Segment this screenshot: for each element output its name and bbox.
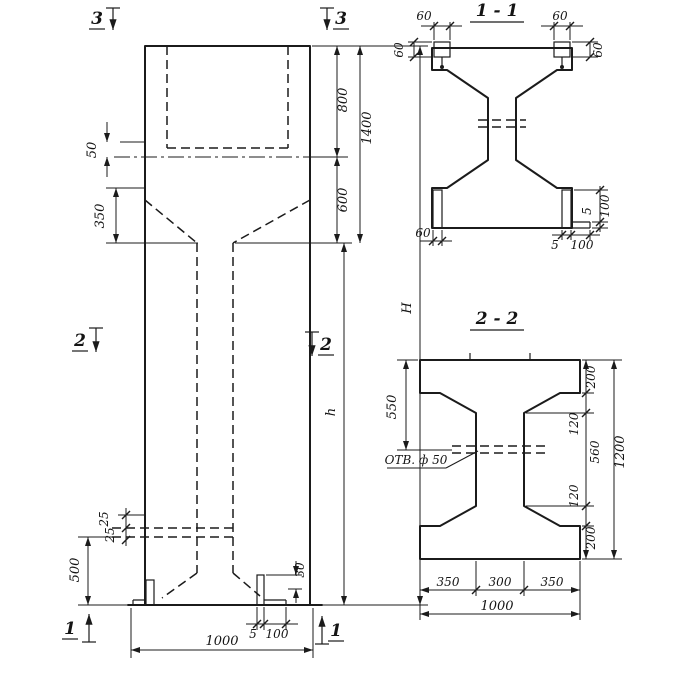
dim-label-neck: 600 bbox=[336, 188, 351, 213]
dim-offsets-25: 25 25 bbox=[97, 508, 146, 546]
section-marker-3-right: 3 bbox=[320, 7, 349, 30]
dim-to-hole-550: 550 bbox=[385, 359, 452, 451]
dim-label-height: 1200 bbox=[613, 435, 628, 468]
section-marker-3-left: 3 bbox=[89, 7, 120, 30]
dim-label-flange-top: 200 bbox=[584, 365, 598, 389]
dim-label-shoe-len-1: 100 bbox=[571, 238, 594, 252]
dim-label-shoe: 30 bbox=[293, 562, 307, 578]
dim-label-shoe-len: 100 bbox=[266, 627, 289, 641]
elevation-view: 50 350 25 25 500 bbox=[62, 7, 428, 658]
right-extension-lines bbox=[235, 45, 428, 606]
left-foot bbox=[132, 579, 155, 606]
bottom-dims: 350 300 350 1000 bbox=[419, 561, 581, 620]
dim-label-web: 560 bbox=[588, 440, 602, 463]
right-chain-dims: 200 120 560 120 200 bbox=[526, 359, 622, 560]
marker-label-1-right: 1 bbox=[330, 621, 342, 641]
dim-neck-600: 600 bbox=[334, 157, 351, 243]
dim-shoe-5-100: 5 100 bbox=[246, 607, 298, 641]
dim-label-bot-mid: 300 bbox=[489, 575, 512, 589]
dim-label-shoe-h: 100 bbox=[598, 194, 612, 217]
lifting-loop-marks bbox=[469, 353, 531, 360]
dim-step-50: 50 bbox=[85, 122, 146, 177]
socket-hidden-lines bbox=[166, 46, 289, 149]
dim-label-base: 500 bbox=[68, 558, 83, 583]
embedded-plate-top-left bbox=[433, 41, 451, 69]
marker-label-3-right: 3 bbox=[335, 9, 347, 29]
column-outline bbox=[144, 45, 311, 606]
embedded-plate-top-right bbox=[553, 41, 571, 69]
section-2-2-outline bbox=[419, 359, 581, 560]
hole-hidden-lines bbox=[452, 445, 548, 454]
dim-label-shoe-thk: 5 bbox=[249, 627, 257, 641]
dim-label-offset-a: 25 bbox=[97, 511, 111, 527]
section-marker-1-right: 1 bbox=[315, 616, 344, 645]
dim-label-chamfer-top: 120 bbox=[567, 412, 581, 435]
dim-label-shoe-thk-1: 5 bbox=[551, 238, 559, 252]
dim-top-total-1400: 1400 bbox=[357, 46, 375, 243]
dim-label-chamfer-bot: 120 bbox=[567, 484, 581, 507]
dim-plate-60-right: 60 bbox=[572, 37, 605, 62]
taper-hidden-lines bbox=[144, 199, 311, 244]
dim-label-width-2: 1000 bbox=[480, 599, 513, 614]
dim-label-cap: 800 bbox=[336, 88, 351, 113]
dim-shoe-5-100-bottom-right: 5 100 bbox=[551, 230, 600, 252]
web-hidden-lines bbox=[196, 243, 234, 573]
shoe-bottom-left bbox=[432, 189, 443, 229]
base-flare-hidden-lines bbox=[161, 572, 261, 599]
section-1-1-hole-hidden-lines bbox=[478, 119, 526, 128]
section-1-1-view: 1 - 1 60 bbox=[392, 1, 612, 252]
dim-label-leg-thk: 5 bbox=[580, 207, 594, 215]
section-marker-2-right: 2 bbox=[305, 331, 334, 356]
section-1-1-title: 1 - 1 bbox=[476, 1, 519, 21]
hole-callout: ОТВ. ф 50 bbox=[385, 450, 479, 469]
dim-plate-60-top-right: 60 bbox=[541, 9, 583, 40]
marker-label-2-right: 2 bbox=[319, 335, 332, 355]
dim-height-1200: 1200 bbox=[611, 360, 628, 559]
marker-label-1-left: 1 bbox=[64, 619, 76, 639]
dim-label-overall: H bbox=[400, 302, 415, 315]
dim-taper-350: 350 bbox=[93, 187, 198, 244]
dim-label-plate-w-r: 60 bbox=[552, 9, 568, 23]
dim-label-offset-b: 25 bbox=[103, 527, 117, 543]
section-2-2-view: 2 - 2 ОТВ. ф 50 550 200 bbox=[385, 309, 628, 620]
dim-label-shoe-w: 60 bbox=[415, 226, 431, 240]
dim-base-500: 500 bbox=[68, 536, 128, 606]
dim-label-top-total: 1400 bbox=[360, 111, 375, 144]
section-2-2-title: 2 - 2 bbox=[475, 309, 519, 329]
dim-cap-800: 800 bbox=[334, 46, 351, 157]
dim-label-flange-bot: 200 bbox=[584, 526, 598, 550]
dim-label-shaft: h bbox=[324, 408, 339, 416]
dim-plate-60-top-left: 60 bbox=[416, 9, 462, 40]
dim-label-step: 50 bbox=[85, 142, 100, 159]
hole-label: ОТВ. ф 50 bbox=[385, 453, 448, 467]
dim-label-bot-right: 350 bbox=[541, 575, 564, 589]
section-marker-2-left: 2 bbox=[72, 327, 103, 352]
section-marker-1-left: 1 bbox=[62, 614, 96, 643]
dim-label-taper: 350 bbox=[93, 204, 108, 229]
dim-shoe-100-5-right: 100 5 bbox=[574, 185, 612, 233]
dim-plate-60-left: 60 bbox=[392, 37, 432, 62]
right-foot bbox=[256, 574, 287, 606]
dim-overall-H: H bbox=[400, 46, 423, 605]
dim-label-to-hole: 550 bbox=[385, 395, 400, 420]
dim-label-plate-h-l: 60 bbox=[392, 42, 406, 58]
section-1-1-outline bbox=[431, 47, 573, 229]
dim-shoe-30: 30 bbox=[266, 561, 307, 603]
dim-width-1000: 1000 bbox=[130, 608, 314, 658]
marker-label-3-left: 3 bbox=[91, 9, 103, 29]
dim-shaft-h: h bbox=[324, 243, 347, 605]
dim-shoe-60-bottom-left: 60 bbox=[415, 226, 452, 246]
dim-label-width: 1000 bbox=[205, 634, 238, 649]
dim-label-plate-h-r: 60 bbox=[591, 42, 605, 58]
dim-label-bot-left: 350 bbox=[437, 575, 460, 589]
dim-label-plate-w-l: 60 bbox=[416, 9, 432, 23]
shoe-bottom-right bbox=[561, 189, 591, 229]
embed-hidden-lines bbox=[112, 527, 233, 538]
marker-label-2-left: 2 bbox=[73, 331, 86, 351]
